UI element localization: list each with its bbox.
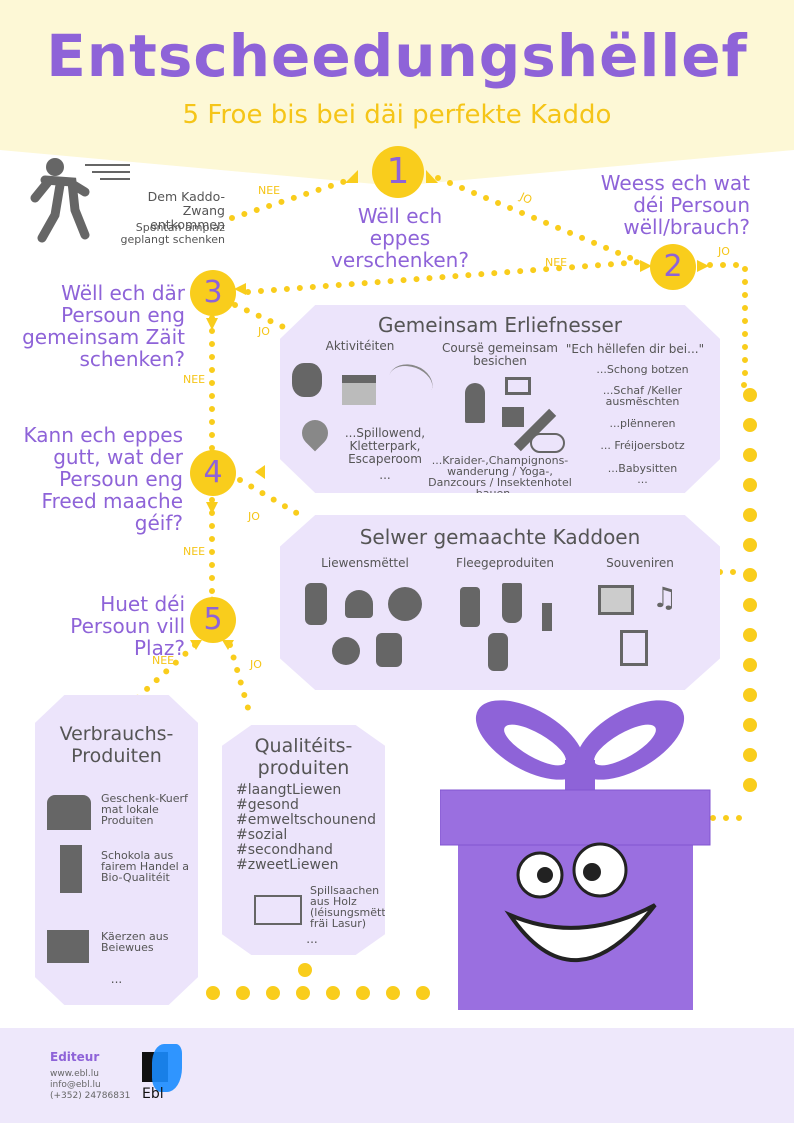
- category-souvenirs: Souveniren: [606, 556, 674, 570]
- help-item-5: ...Babysitten: [607, 462, 678, 475]
- activities-text: ...Spillowend, Kletterpark, Escaperoom: [344, 426, 426, 466]
- restaurant-pin-icon: [296, 414, 334, 452]
- oil-jug-icon: [388, 587, 422, 621]
- help-item-3: ...plënneren: [609, 417, 676, 430]
- label-no-1: NEE: [258, 184, 281, 197]
- scroll-quill-icon: [620, 630, 648, 666]
- plate-cutlery-icon: [332, 637, 360, 665]
- help-item-1: ...Schong botzen: [596, 363, 689, 376]
- deodorant-icon: [488, 633, 508, 671]
- conductor-icon: [465, 383, 485, 423]
- step-4-badge: 4: [190, 450, 236, 496]
- courses-text: ...Kraider-,Champignons-wanderung / Yoga…: [428, 454, 572, 500]
- consumables-title: Verbrauchs-Produiten: [59, 723, 174, 767]
- bottle-icon: [305, 583, 327, 625]
- consumables-more: ...: [110, 972, 123, 986]
- cupcake-icon: [345, 590, 373, 618]
- page-subtitle: 5 Froe bis bei däi perfekte Kaddo: [182, 100, 612, 130]
- theater-masks-icon: [292, 363, 322, 397]
- logo-text: Ebl: [142, 1086, 164, 1102]
- footer-phone: (+352) 24786831: [50, 1091, 131, 1101]
- label-yes-2: JO: [718, 245, 730, 258]
- page-title: Entscheedungshëllef: [46, 22, 748, 90]
- label-no-5: NEE: [152, 654, 175, 667]
- tag: #emweltschounend: [236, 812, 376, 828]
- label-no-2: NEE: [545, 256, 568, 269]
- help-item-4: ... Fréijoersbotz: [600, 439, 685, 452]
- activities-title: Aktivitéiten: [325, 339, 395, 353]
- tag: #zweetLiewen: [236, 857, 339, 873]
- experiences-box: Gemeinsam Erliefnesser Aktivitéiten ...S…: [280, 305, 720, 493]
- experiences-title: Gemeinsam Erliefnesser: [377, 313, 622, 337]
- step-3-badge: 3: [190, 270, 236, 316]
- footer-web[interactable]: www.ebl.lu: [50, 1069, 99, 1079]
- chocolate-bar-icon: [60, 845, 82, 893]
- smiling-gift-illustration: [440, 700, 711, 1010]
- tag: #laangtLiewen: [236, 782, 342, 798]
- clapperboard-icon: [342, 375, 376, 405]
- step-1-badge: 1: [372, 146, 424, 198]
- courses-title: Coursë gemeinsam besichen: [441, 341, 558, 368]
- jam-jar-icon: [376, 633, 402, 667]
- quality-more: ...: [306, 932, 318, 946]
- help-title: "Ech hëllefen dir bei...": [565, 342, 705, 356]
- activities-more: ...: [379, 468, 391, 482]
- running-person-icon: [30, 158, 130, 243]
- label-yes-5: JO: [250, 658, 262, 671]
- footer-email[interactable]: info@ebl.lu: [50, 1080, 101, 1090]
- consumable-item-2: Schokola aus fairem Handel a Bio-Qualité…: [101, 849, 189, 884]
- category-care: Fleegeproduiten: [456, 556, 554, 570]
- footer: Editeur www.ebl.lu info@ebl.lu (+352) 24…: [0, 1028, 794, 1123]
- homemade-title: Selwer gemaachte Kaddoen: [359, 525, 641, 549]
- consumable-item-3: Käerzen aus Beiewues: [101, 930, 169, 954]
- bicycle-icon: [530, 433, 565, 453]
- label-yes-3: JO: [258, 325, 270, 338]
- tag: #sozial: [236, 827, 288, 843]
- help-item-6: ...: [637, 473, 648, 486]
- quality-tags: #laangtLiewen #gesond #emweltschounend #…: [236, 783, 376, 873]
- ebl-logo: Ebl: [140, 1042, 190, 1102]
- lipstick-icon: [542, 603, 552, 631]
- homemade-box: Selwer gemaachte Kaddoen Liewensmëttel F…: [280, 515, 720, 690]
- category-food: Liewensmëttel: [321, 556, 409, 570]
- music-notes-icon: [383, 358, 438, 407]
- tag: #gesond: [236, 797, 299, 813]
- candles-icon: [47, 930, 89, 963]
- quality-item: Spillsaachen aus Holz (léisungsmëttel-fr…: [310, 884, 400, 930]
- tag: #secondhand: [236, 842, 333, 858]
- footer-heading: Editeur: [50, 1050, 100, 1064]
- calendar-icon: [598, 585, 634, 615]
- consumable-item-1: Geschenk-Kuerf mat lokale Produiten: [101, 792, 188, 827]
- escape-title: Dem Kaddo-Zwang entkommen: [147, 189, 225, 232]
- wooden-toys-icon: [254, 895, 302, 925]
- question-5: Huet déi Persoun vill Plaz?: [70, 592, 185, 660]
- label-yes-4: JO: [248, 510, 260, 523]
- quality-box: Qualitéits-produiten #laangtLiewen #geso…: [222, 725, 385, 955]
- label-no-3: NEE: [183, 373, 206, 386]
- question-1: Wëll ech eppes verschenken?: [331, 204, 469, 272]
- header-background: [0, 0, 794, 150]
- spray-bottle-icon: [460, 587, 480, 627]
- help-item-2: ...Schaf /Keller ausmëschten: [602, 384, 683, 408]
- step-2-badge: 2: [650, 244, 696, 290]
- laptop-icon: [505, 377, 531, 395]
- label-no-4: NEE: [183, 545, 206, 558]
- quality-title: Qualitéits-produiten: [254, 735, 353, 779]
- question-2: Weess ech wat déi Persoun wëll/brauch?: [600, 171, 750, 239]
- music-note-icon: ♫: [652, 581, 678, 614]
- consumables-box: Verbrauchs-Produiten Geschenk-Kuerf mat …: [35, 695, 198, 1005]
- step-5-badge: 5: [190, 597, 236, 643]
- escape-subtitle: Spontan amplaz geplangt schenken: [120, 221, 226, 246]
- question-4: Kann ech eppes gutt, wat der Persoun eng…: [23, 423, 183, 535]
- question-3: Wëll ech där Persoun eng gemeinsam Zäit …: [22, 281, 185, 371]
- cream-tube-icon: [502, 583, 522, 623]
- tshirt-icon: [502, 407, 524, 427]
- gift-basket-icon: [47, 795, 91, 830]
